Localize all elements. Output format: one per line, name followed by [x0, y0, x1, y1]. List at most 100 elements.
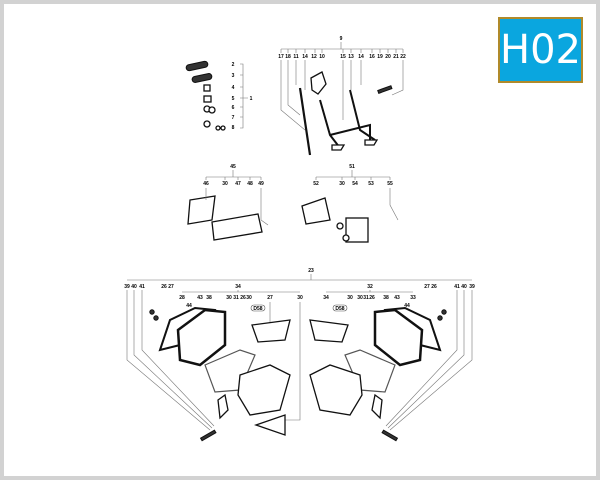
part-label: 40 [461, 284, 467, 290]
left-handle-assembly [251, 319, 291, 343]
part-label: 11 [293, 54, 299, 60]
part-label: 44 [186, 303, 192, 309]
part-label: 40 [131, 284, 137, 290]
tag-box [250, 304, 266, 312]
part-label: 26 [240, 295, 246, 301]
screw-part [149, 309, 155, 315]
part-label: 54 [352, 181, 358, 187]
rack-bracket [211, 213, 263, 241]
part-label: 20 [385, 54, 391, 60]
stand-bracket [310, 71, 327, 95]
part-label: 30 [226, 295, 232, 301]
part-label: 12 [311, 54, 317, 60]
right-pannier-shell [309, 364, 363, 416]
left-grip [191, 73, 213, 83]
part-label: 16 [369, 54, 375, 60]
left-lock-bolt [199, 429, 217, 442]
part-label: 30 [222, 181, 228, 187]
part-label: 2 [232, 62, 235, 68]
spring-part [298, 87, 312, 156]
part-label: 8 [232, 125, 235, 131]
grommet-part [342, 234, 350, 242]
tag-label: D58 [253, 306, 262, 312]
part-label: 30 [339, 181, 345, 187]
part-label: 27 [168, 284, 174, 290]
screw-part [437, 315, 443, 321]
left-pannier-shell [237, 364, 291, 416]
part-label: 55 [387, 181, 393, 187]
right-handle-assembly [309, 319, 349, 343]
part-label: 21 [393, 54, 399, 60]
part-label: 30 [357, 295, 363, 301]
part-label: 41 [139, 284, 145, 290]
left-hinge-bracket [254, 414, 286, 436]
pannier-group: 23 39 40 41 26 27 34 32 27 26 41 40 39 2… [124, 268, 475, 442]
group-label: 51 [349, 164, 355, 170]
left-pannier-frame [176, 308, 227, 367]
control-box [345, 217, 369, 243]
part-label: 17 [278, 54, 284, 60]
stand-group: 9 17 18 11 14 12 10 15 13 14 16 19 20 21… [278, 36, 406, 156]
bracket-right-group: 51 52 30 54 53 55 [301, 164, 399, 243]
group-label: 1 [250, 96, 253, 102]
right-reflector [371, 393, 383, 420]
part-label: 39 [469, 284, 475, 290]
spacer-part [203, 84, 211, 92]
ring-part [203, 120, 211, 128]
part-label: 33 [410, 295, 416, 301]
plug-part [220, 125, 226, 131]
part-label: 14 [302, 54, 308, 60]
part-label: 18 [285, 54, 291, 60]
part-label: 48 [247, 181, 253, 187]
part-label: 22 [400, 54, 406, 60]
ring-part [208, 106, 216, 114]
mounting-plate [187, 195, 216, 225]
part-label: 13 [348, 54, 354, 60]
part-label: 30 [246, 295, 252, 301]
page-code-badge: H02 [498, 17, 583, 83]
part-label: 52 [313, 181, 319, 187]
part-label: 47 [235, 181, 241, 187]
part-label: 39 [124, 284, 130, 290]
right-pannier-frame [373, 308, 424, 367]
part-label: 15 [340, 54, 346, 60]
part-label: 19 [377, 54, 383, 60]
part-label: 7 [232, 115, 235, 121]
plug-part [215, 125, 221, 131]
screw-part [153, 315, 159, 321]
part-label: 31 [363, 295, 369, 301]
part-label: 30 [347, 295, 353, 301]
part-label: 27 [424, 284, 430, 290]
stand-foot [331, 139, 379, 151]
part-label: 38 [383, 295, 389, 301]
part-label: 43 [394, 295, 400, 301]
bolt-part [377, 85, 393, 94]
group-label: 23 [308, 268, 314, 274]
part-label: 43 [197, 295, 203, 301]
side-stand [319, 89, 376, 149]
tag-box [332, 304, 348, 312]
part-label: 3 [232, 73, 235, 79]
pannier-row1-labels: 39 40 41 26 27 34 32 27 26 41 40 39 [124, 284, 475, 290]
grommet-part [336, 222, 344, 230]
part-label: 41 [454, 284, 460, 290]
part-label: 31 [233, 295, 239, 301]
left-reflector [217, 393, 229, 420]
pannier-row2-labels: 28 43 38 30 31 26 30 27 30 34 30 30 31 2… [179, 295, 416, 301]
part-label: 28 [179, 295, 185, 301]
part-label: 26 [431, 284, 437, 290]
group-label: 45 [230, 164, 236, 170]
right-grip [185, 60, 209, 72]
part-label: 5 [232, 96, 235, 102]
part-label: 44 [404, 303, 410, 309]
part-label: 27 [267, 295, 273, 301]
part-label: 26 [369, 295, 375, 301]
part-label: 14 [358, 54, 364, 60]
part-label: 34 [235, 284, 241, 290]
part-label: 30 [297, 295, 303, 301]
screw-part [441, 309, 447, 315]
clamp-part [203, 95, 212, 103]
part-label: 6 [232, 105, 235, 111]
bracket-left-group: 45 46 30 47 48 49 [187, 164, 269, 241]
